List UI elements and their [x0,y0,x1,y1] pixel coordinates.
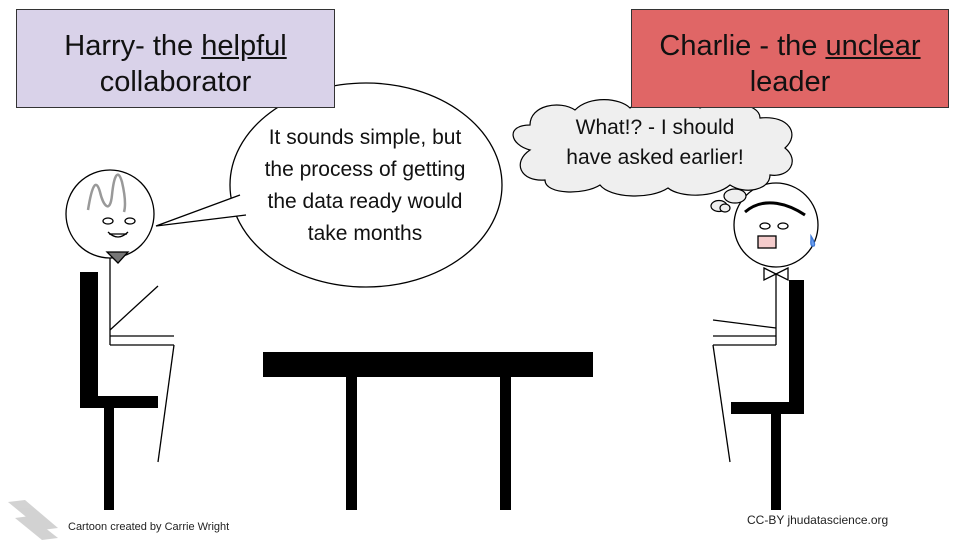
speech-bubble-text: It sounds simple, but the process of get… [240,122,490,250]
thought-line: What!? - I should [575,116,735,139]
thought-line: have asked earlier! [566,146,744,169]
harry-chair [80,272,158,510]
harry-label-box: Harry- the helpful collaborator [16,9,335,108]
thought-bubble-text: What!? - I should have asked earlier! [540,113,770,173]
harry-figure [65,169,175,463]
credit-text: Cartoon created by Carrie Wright [68,521,230,533]
speech-line: It sounds simple, but [268,126,462,149]
harry-label-prefix: Harry- the [64,30,202,62]
charlie-figure [712,182,819,463]
speech-bubble [155,82,503,288]
charlie-label-line2: leader [749,66,831,98]
speech-line: the data ready would [267,190,463,213]
charlie-chair [731,280,804,510]
harry-label-emphasis: helpful [201,30,287,62]
charlie-label-box: Charlie - the unclear leader [631,9,949,108]
charlie-label-emphasis: unclear [825,30,921,62]
speech-line: the process of getting [264,158,466,181]
speech-line: take months [307,222,423,245]
harry-label-line2: collaborator [99,66,252,98]
license-text: CC-BY jhudatascience.org [747,513,889,527]
thought-bubble [512,96,793,213]
charlie-label-prefix: Charlie - the [659,30,826,62]
logo-icon [8,500,58,540]
table [263,352,593,510]
